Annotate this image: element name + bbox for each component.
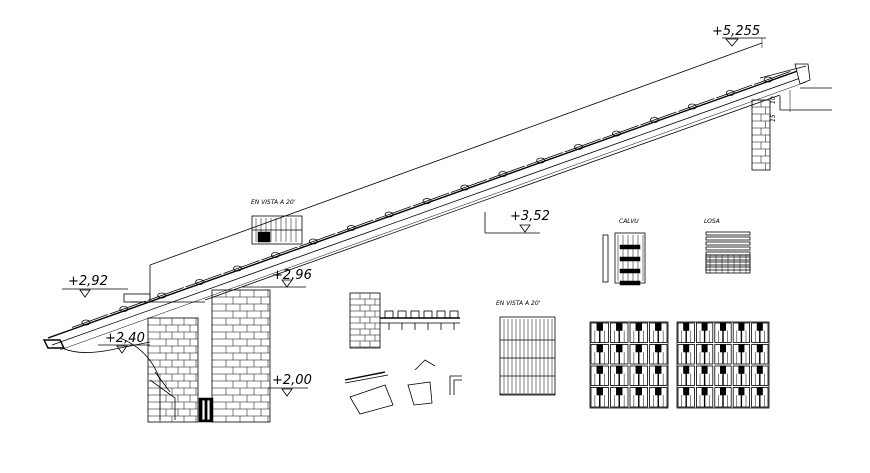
svg-text:LOSA: LOSA — [704, 218, 720, 225]
ridge-cap: 10 15 — [759, 63, 832, 122]
roof-tile-row — [71, 71, 791, 328]
svg-text:+2,40: +2,40 — [105, 331, 145, 346]
detail-vista-top: EN VISTA A 20' — [251, 199, 303, 245]
tile-grid-left — [589, 321, 669, 409]
svg-text:10: 10 — [770, 96, 777, 104]
level-marker-240: +2,40 — [98, 331, 150, 354]
roof-slope-lines — [47, 42, 807, 351]
level-marker-352: +3,52 — [484, 209, 550, 234]
svg-text:+2,92: +2,92 — [68, 274, 108, 289]
svg-text:+2,96: +2,96 — [272, 268, 312, 283]
svg-text:CALVU: CALVU — [619, 218, 639, 225]
svg-text:+5,255: +5,255 — [712, 24, 760, 39]
wall-details — [149, 371, 214, 423]
detail-vista-mid: EN VISTA A 20' — [496, 300, 556, 396]
svg-text:EN VISTA A 20': EN VISTA A 20' — [496, 300, 541, 307]
level-marker-292: +2,92 — [62, 274, 128, 298]
detail-calvu: CALVU — [602, 218, 646, 286]
detail-losa: LOSA — [704, 218, 751, 274]
svg-text:+2,00: +2,00 — [272, 373, 312, 388]
brick-wall-left — [147, 317, 199, 423]
level-marker-200: +2,00 — [268, 373, 312, 397]
svg-text:EN VISTA A 20': EN VISTA A 20' — [251, 199, 296, 206]
tile-grid-right — [676, 321, 770, 409]
ridge-brick-column — [751, 99, 771, 171]
detail-wall-tile-section — [349, 292, 460, 349]
level-marker-296: +2,96 — [242, 268, 312, 288]
brick-wall-center — [211, 289, 271, 423]
eave-gutter — [42, 293, 205, 420]
svg-text:15: 15 — [770, 114, 777, 122]
loose-parts — [344, 359, 462, 415]
svg-text:+3,52: +3,52 — [510, 209, 550, 224]
